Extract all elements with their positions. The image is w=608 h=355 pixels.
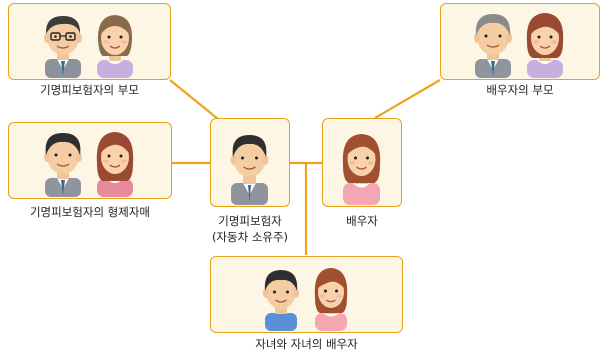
insured-figure [230, 135, 269, 205]
connector-spouse-parents [374, 79, 441, 119]
parents-figures [44, 15, 133, 78]
spouse-box [322, 118, 402, 207]
children-box [210, 256, 403, 333]
insured-siblings-box [8, 122, 172, 199]
spouse-mother-figure [526, 13, 564, 78]
insured-parents-label: 기명피보험자의 부모 [40, 83, 139, 97]
sister-figure [96, 132, 134, 197]
spouse-figure [342, 134, 381, 205]
spouse-parents-figures [474, 13, 564, 78]
children-label: 자녀와 자녀의 배우자 [255, 337, 358, 351]
daughter-figure [314, 268, 348, 331]
insured-siblings-label: 기명피보험자의 형제자매 [29, 205, 151, 219]
spouse-father-figure [474, 14, 512, 78]
insured-label-line2: (자동차 소유주) [211, 230, 289, 244]
spouse-parents-box [440, 3, 600, 80]
insured-box [210, 118, 290, 207]
son-figure [263, 270, 299, 331]
children-figures [263, 268, 348, 331]
mother-figure [97, 15, 133, 78]
brother-figure [44, 133, 82, 197]
insured-label-line1: 기명피보험자 [218, 214, 282, 228]
siblings-figures [44, 132, 134, 197]
spouse-label: 배우자 [346, 214, 378, 228]
insured-parents-box [8, 3, 171, 80]
spouse-parents-label: 배우자의 부모 [486, 83, 554, 97]
father-figure [44, 16, 82, 78]
